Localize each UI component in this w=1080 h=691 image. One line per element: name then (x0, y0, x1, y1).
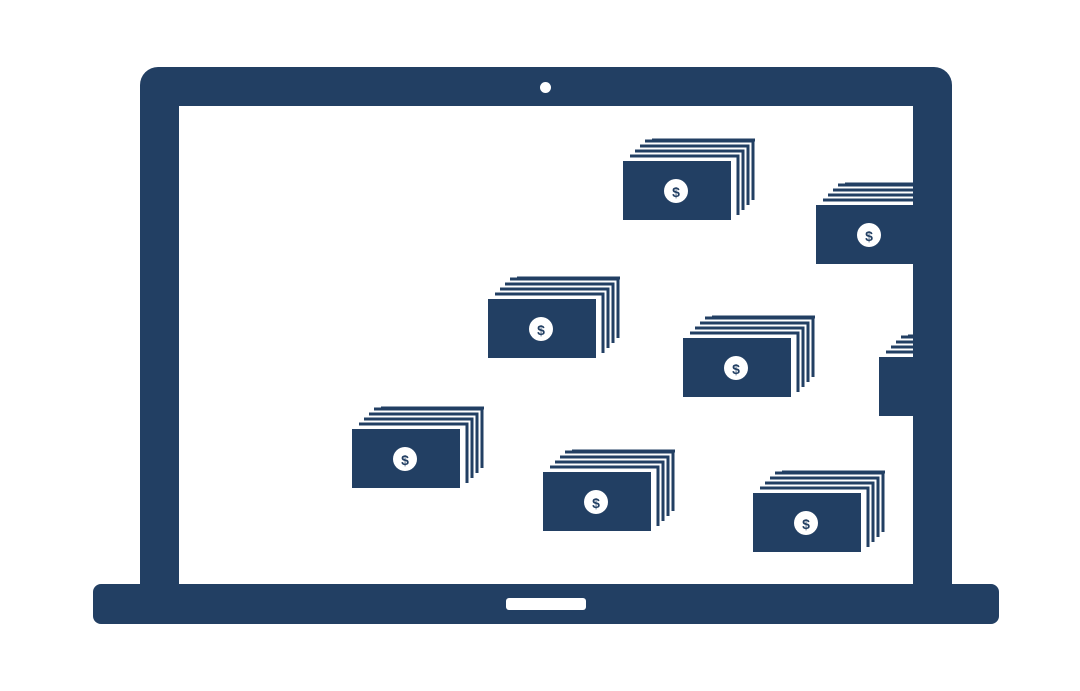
bill-outline (640, 144, 750, 205)
dollar-sign-icon: $ (401, 452, 409, 468)
bill-outline (495, 292, 605, 353)
bill-outline (505, 282, 615, 343)
cash-stack-icon: $ (352, 405, 492, 497)
bill-outline (359, 422, 469, 483)
laptop-screen: $ $ $ $ $ $ $ $ (179, 106, 913, 584)
dollar-coin-icon (857, 223, 881, 247)
cash-stack-svg: $ (753, 470, 885, 552)
cash-stack-svg: $ (543, 449, 675, 531)
bill-front (879, 357, 913, 416)
bill-outline (565, 450, 675, 511)
bill-outline (770, 476, 880, 537)
bill-outline (705, 316, 815, 377)
bill-outline (828, 193, 913, 197)
dollar-coin-icon (724, 356, 748, 380)
cash-stack-svg: $ (879, 334, 913, 416)
bill-outline (823, 198, 913, 202)
dollar-coin-icon (794, 511, 818, 535)
dollar-sign-icon: $ (672, 184, 680, 200)
trackpad-notch (506, 598, 586, 610)
cash-stack-icon: $ (816, 181, 913, 273)
bill-outline (500, 287, 610, 348)
dollar-coin-icon (584, 490, 608, 514)
cash-stack-svg: $ (683, 315, 815, 397)
bill-outline (369, 412, 479, 473)
cash-stack-icon: $ (623, 137, 763, 229)
cash-stack-svg: $ (352, 406, 484, 488)
cash-stack-svg: $ (488, 276, 620, 358)
bill-outline (635, 149, 745, 210)
dollar-sign-icon: $ (537, 322, 545, 338)
bill-outline (374, 407, 484, 468)
dollar-coin-icon (664, 179, 688, 203)
dollar-sign-icon: $ (732, 361, 740, 377)
bill-outline (695, 326, 805, 387)
bill-outline (630, 154, 740, 215)
bill-outline (700, 321, 810, 382)
bill-outline (550, 465, 660, 526)
cash-stack-icon: $ (879, 333, 913, 425)
cash-stack-icon: $ (683, 314, 823, 406)
bill-outline (560, 455, 670, 516)
dollar-coin-icon (529, 317, 553, 341)
cash-stack-svg: $ (623, 138, 755, 220)
dollar-sign-icon: $ (802, 516, 810, 532)
bill-outline (364, 417, 474, 478)
cash-stack-icon: $ (488, 275, 628, 367)
bill-outline (775, 471, 885, 532)
dollar-sign-icon: $ (592, 495, 600, 511)
dollar-sign-icon: $ (865, 228, 873, 244)
bill-outline (765, 481, 875, 542)
bill-outline (838, 183, 913, 187)
bill-outline (510, 277, 620, 338)
cash-stack-svg: $ (816, 182, 913, 264)
cash-stack-icon: $ (543, 448, 683, 540)
bill-outline (645, 139, 755, 200)
bill-outline (690, 331, 800, 392)
dollar-coin-icon (393, 447, 417, 471)
bill-outline (555, 460, 665, 521)
webcam-icon (540, 82, 551, 93)
bill-outline (833, 188, 913, 192)
cash-stack-icon: $ (753, 469, 893, 561)
bill-outline (760, 486, 870, 547)
